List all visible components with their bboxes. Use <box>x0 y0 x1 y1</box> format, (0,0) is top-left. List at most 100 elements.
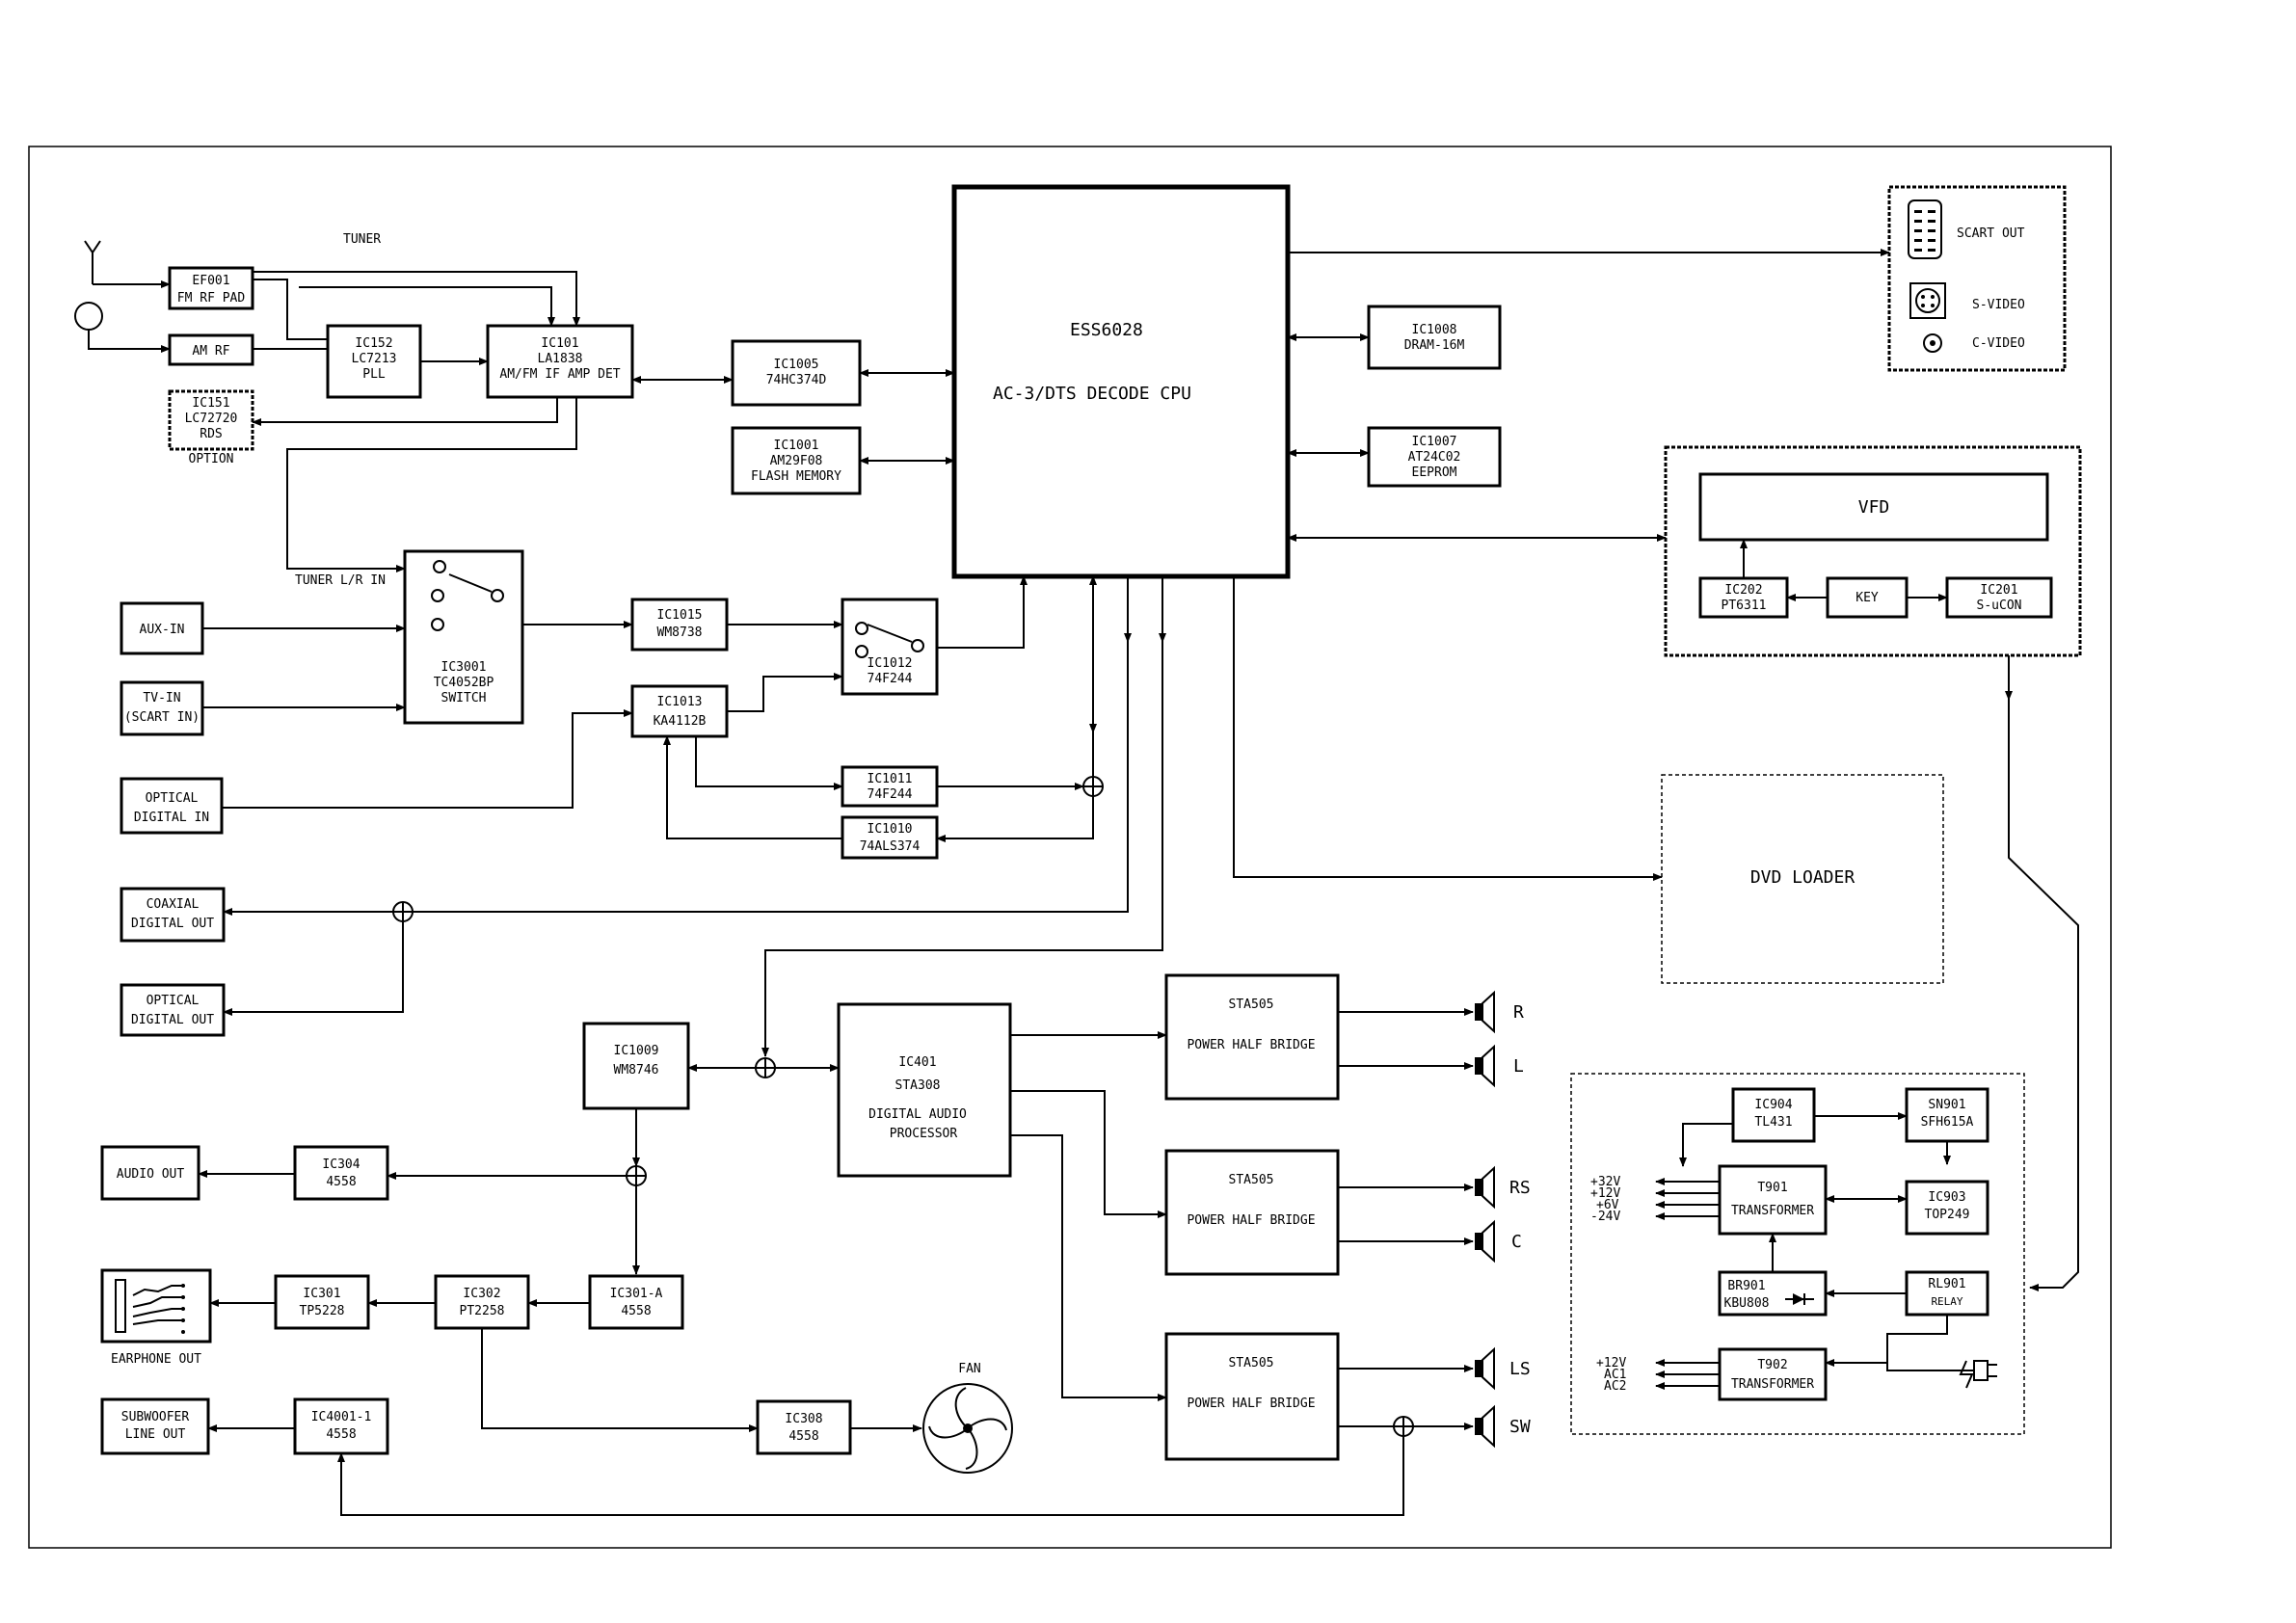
ac2-label: AC2 <box>1604 1379 1626 1394</box>
speaker-sw-icon <box>1338 1404 1495 1449</box>
svg-text:AM29F08: AM29F08 <box>770 454 823 468</box>
svg-text:KBU808: KBU808 <box>1724 1296 1770 1311</box>
svg-text:AC-3/DTS DECODE CPU: AC-3/DTS DECODE CPU <box>993 384 1191 404</box>
ic1015-block: IC1015 WM8738 <box>630 598 729 652</box>
v-32-label: +32V <box>1590 1175 1620 1189</box>
svg-text:POWER HALF BRIDGE: POWER HALF BRIDGE <box>1187 1397 1315 1411</box>
svg-text:VFD: VFD <box>1858 497 1890 518</box>
ic302-block: IC302 PT2258 <box>434 1274 530 1330</box>
svg-text:T902: T902 <box>1757 1358 1787 1372</box>
svg-text:PT2258: PT2258 <box>460 1304 505 1318</box>
svg-text:STA505: STA505 <box>1229 1173 1274 1187</box>
ic1005-block: IC1005 74HC374D <box>731 339 862 407</box>
aux-in-block: AUX-IN <box>120 601 204 655</box>
rl901-block: RL901 RELAY <box>1905 1270 1989 1317</box>
svg-text:SN901: SN901 <box>1928 1098 1965 1112</box>
speaker-c-label: C <box>1511 1232 1522 1252</box>
ac-plug-icon <box>1936 1360 1997 1389</box>
svg-text:IC401: IC401 <box>898 1055 936 1070</box>
svg-text:FM RF PAD: FM RF PAD <box>177 291 246 306</box>
svg-text:TOP249: TOP249 <box>1925 1208 1970 1222</box>
ic1008-block: IC1008 DRAM-16M <box>1367 305 1502 370</box>
ic904-block: IC904 TL431 <box>1731 1087 1816 1143</box>
tuner-lr-in-label: TUNER L/R IN <box>295 573 386 588</box>
svg-text:EEPROM: EEPROM <box>1412 466 1457 480</box>
ic1001-block: IC1001 AM29F08 FLASH MEMORY <box>731 426 862 495</box>
ic308-block: IC308 4558 <box>756 1399 852 1455</box>
speaker-l-icon <box>1338 1044 1495 1088</box>
speaker-ls-label: LS <box>1509 1359 1531 1379</box>
svg-text:IC3001: IC3001 <box>441 660 487 675</box>
svg-text:IC1001: IC1001 <box>774 439 819 453</box>
scart-connector-icon <box>1914 210 1936 252</box>
sta505-block-1: STA505 POWER HALF BRIDGE <box>1164 973 1340 1101</box>
ic3001-block: IC3001 TC4052BP SWITCH <box>403 549 524 725</box>
svg-text:IC1008: IC1008 <box>1412 323 1457 337</box>
svg-text:(SCART IN): (SCART IN) <box>124 710 200 725</box>
speaker-l-label: L <box>1513 1056 1524 1077</box>
svg-text:LC7213: LC7213 <box>352 352 397 366</box>
sn901-block: SN901 SFH615A <box>1905 1087 1989 1143</box>
audio-out-block: AUDIO OUT <box>100 1145 200 1201</box>
t901-block: T901 TRANSFORMER <box>1718 1164 1828 1236</box>
svg-text:74F244: 74F244 <box>868 787 913 802</box>
svg-text:IC304: IC304 <box>322 1157 360 1172</box>
svg-text:IC1007: IC1007 <box>1412 435 1457 449</box>
svg-text:IC1015: IC1015 <box>657 608 703 623</box>
speaker-c-icon <box>1338 1219 1495 1264</box>
svg-text:PROCESSOR: PROCESSOR <box>890 1127 958 1141</box>
ic1010-block: IC1010 74ALS374 <box>841 815 939 860</box>
svg-text:C-VIDEO: C-VIDEO <box>1972 336 2025 351</box>
svg-text:STA308: STA308 <box>895 1078 941 1093</box>
optical-in-block: OPTICAL DIGITAL IN <box>120 777 224 835</box>
svg-text:IC4001-1: IC4001-1 <box>311 1410 372 1424</box>
ic151-block: IC151 LC72720 RDS <box>168 389 254 451</box>
svg-text:OPTICAL: OPTICAL <box>147 994 200 1008</box>
speaker-rs-icon <box>1338 1165 1495 1210</box>
junction-icon <box>755 1057 776 1078</box>
v-n24-label: -24V <box>1590 1210 1620 1224</box>
svg-text:DVD LOADER: DVD LOADER <box>1750 867 1855 888</box>
svg-text:OPTICAL: OPTICAL <box>146 791 199 806</box>
svg-text:DIGITAL AUDIO: DIGITAL AUDIO <box>868 1107 967 1122</box>
t902-block: T902 TRANSFORMER <box>1718 1347 1828 1401</box>
ic202-block: IC202 PT6311 <box>1698 576 1789 619</box>
dvd-loader-block: DVD LOADER <box>1661 774 1944 984</box>
tv-in-block: TV-IN (SCART IN) <box>120 680 204 736</box>
svg-text:IC1011: IC1011 <box>868 772 913 786</box>
svg-text:KEY: KEY <box>1855 591 1879 605</box>
svg-text:DRAM-16M: DRAM-16M <box>1404 338 1465 353</box>
svg-text:RELAY: RELAY <box>1931 1295 1962 1308</box>
svg-text:POWER HALF BRIDGE: POWER HALF BRIDGE <box>1187 1213 1315 1228</box>
svg-text:IC308: IC308 <box>785 1412 822 1426</box>
fm-antenna-icon <box>84 240 101 284</box>
svg-text:4558: 4558 <box>788 1429 818 1444</box>
ic201-block: IC201 S-uCON <box>1945 576 2053 619</box>
ic401-block: IC401 STA308 DIGITAL AUDIO PROCESSOR <box>837 1002 1012 1178</box>
svg-text:IC301-A: IC301-A <box>610 1287 663 1301</box>
svg-text:SCART OUT: SCART OUT <box>1957 226 2025 241</box>
ic301-block: IC301 TP5228 <box>274 1274 370 1330</box>
ic301a-block: IC301-A 4558 <box>588 1274 684 1330</box>
svg-text:AM/FM IF AMP DET: AM/FM IF AMP DET <box>499 367 620 382</box>
sta505-block-3: STA505 POWER HALF BRIDGE <box>1164 1332 1340 1461</box>
svg-text:IC152: IC152 <box>355 336 392 351</box>
svg-text:AUDIO OUT: AUDIO OUT <box>117 1167 185 1182</box>
diagram-frame <box>28 146 2112 1549</box>
svg-text:STA505: STA505 <box>1229 1356 1274 1370</box>
svg-text:TRANSFORMER: TRANSFORMER <box>1731 1204 1814 1218</box>
svg-text:IC201: IC201 <box>1980 583 2017 598</box>
svg-text:IC301: IC301 <box>303 1287 340 1301</box>
coaxial-out-block: COAXIAL DIGITAL OUT <box>120 887 226 943</box>
ic1009-block: IC1009 WM8746 <box>582 1022 690 1110</box>
svg-text:WM8746: WM8746 <box>614 1063 659 1078</box>
svg-text:IC302: IC302 <box>463 1287 500 1301</box>
svg-text:STA505: STA505 <box>1229 998 1274 1012</box>
svg-text:AT24C02: AT24C02 <box>1408 450 1461 465</box>
svg-text:4558: 4558 <box>326 1427 356 1442</box>
ic1012-block: IC1012 74F244 <box>841 598 939 696</box>
svg-text:SFH615A: SFH615A <box>1921 1115 1974 1130</box>
am-rf-block: AM RF <box>168 333 254 366</box>
svg-text:TRANSFORMER: TRANSFORMER <box>1731 1377 1814 1392</box>
svg-text:PLL: PLL <box>362 367 386 382</box>
